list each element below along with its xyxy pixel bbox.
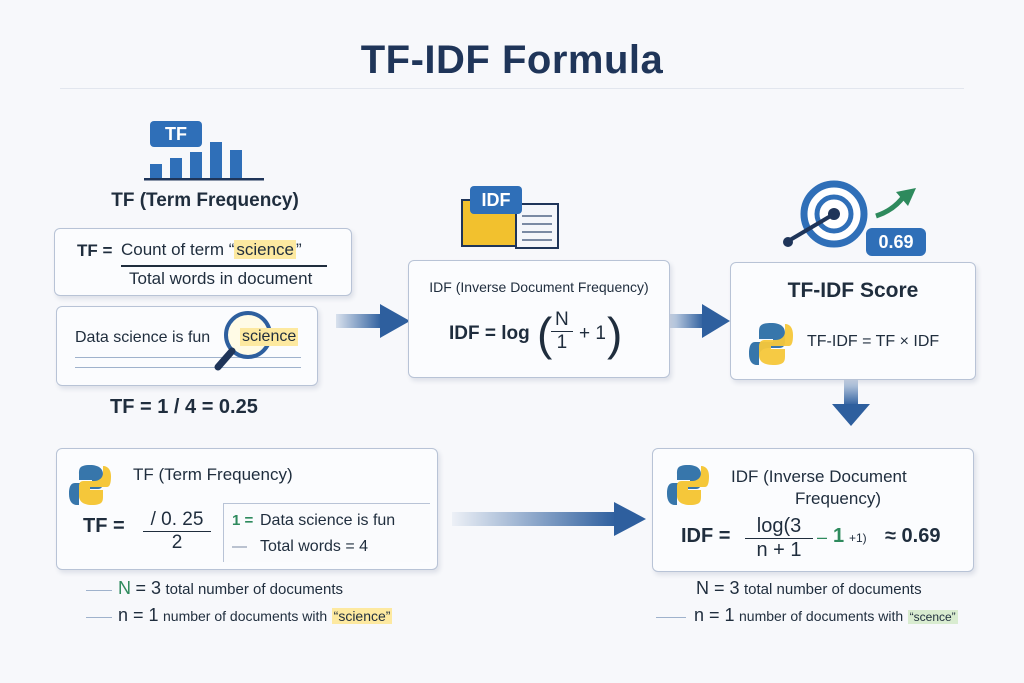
bottom-idf-result: ≈ 0.69 bbox=[885, 525, 941, 547]
bottom-tf-heading: TF (Term Frequency) bbox=[133, 465, 293, 484]
right-n-label: n = 1 bbox=[694, 605, 735, 625]
python-logo-icon bbox=[749, 323, 793, 365]
score-formula: TF-IDF = TF × IDF bbox=[807, 333, 940, 350]
tf-formula-box: TF = Count of term “science” Total words… bbox=[54, 228, 352, 296]
bar-chart-icon bbox=[144, 142, 264, 181]
left-n-term: “science” bbox=[331, 608, 393, 624]
right-n-term: “scence” bbox=[907, 610, 958, 624]
right-note-n: n = 1 number of documents with “scence” bbox=[694, 605, 958, 626]
bottom-idf-lhs: IDF = bbox=[681, 525, 731, 547]
bottom-tf-line1-prefix: 1 = bbox=[232, 512, 254, 529]
left-N-text: total number of documents bbox=[165, 581, 344, 598]
bottom-idf-mid-small: +1) bbox=[849, 531, 867, 545]
arrow-right-icon bbox=[670, 304, 730, 338]
note-leader-line bbox=[656, 617, 686, 618]
bottom-idf-denominator: n + 1 bbox=[756, 539, 802, 561]
bottom-tf-note-card: 1 = Data science is fun — Total words = … bbox=[223, 503, 430, 562]
idf-badge: IDF bbox=[470, 186, 522, 214]
right-n-text: number of documents with bbox=[739, 608, 904, 624]
score-badge: 0.69 bbox=[866, 228, 926, 256]
idf-open-paren: ( bbox=[537, 308, 553, 360]
left-n-label: n = 1 bbox=[118, 605, 159, 625]
arrow-right-icon bbox=[452, 502, 646, 536]
document-card: Data science is fun bbox=[56, 306, 318, 386]
tf-formula-denominator: Total words in document bbox=[129, 269, 313, 288]
bottom-idf-numerator: log(3 bbox=[745, 515, 813, 539]
tf-badge: TF bbox=[150, 121, 202, 147]
left-N-label: N bbox=[118, 578, 131, 598]
idf-formula-lhs: IDF = log bbox=[449, 323, 530, 344]
bottom-idf-fraction: log(3 n + 1 bbox=[745, 515, 813, 562]
note-leader-line bbox=[86, 617, 112, 618]
right-note-N: N = 3 total number of documents bbox=[696, 578, 922, 599]
left-N-eq: = 3 bbox=[135, 578, 161, 598]
right-N-text: total number of documents bbox=[743, 581, 922, 598]
arrow-right-icon bbox=[336, 304, 410, 338]
bottom-idf-mid-one: 1 bbox=[833, 525, 845, 547]
bottom-tf-numerator: / 0. 25 bbox=[143, 509, 211, 532]
bottom-tf-line2-prefix: — bbox=[232, 538, 247, 555]
page-title: TF-IDF Formula bbox=[360, 38, 664, 82]
idf-heading: IDF (Inverse Document Frequency) bbox=[429, 279, 649, 295]
idf-formula-box: IDF (Inverse Document Frequency) IDF = l… bbox=[408, 260, 670, 378]
left-note-n: n = 1 number of documents with “science” bbox=[118, 605, 393, 626]
tf-fraction-bar bbox=[121, 265, 327, 267]
bottom-idf-box: IDF (Inverse Document Frequency) IDF = l… bbox=[652, 448, 974, 572]
idf-close-paren: ) bbox=[607, 308, 623, 360]
idf-fraction-numerator: N bbox=[551, 309, 573, 332]
bottom-tf-lhs: TF = bbox=[83, 515, 125, 537]
tf-formula-numerator: Count of term “science” bbox=[121, 240, 302, 260]
bottom-idf-heading-line1: IDF (Inverse Document bbox=[731, 467, 907, 486]
tf-heading: TF (Term Frequency) bbox=[111, 190, 299, 211]
document-line bbox=[75, 357, 301, 358]
idf-fraction-denominator: 1 bbox=[556, 332, 568, 353]
document-line bbox=[75, 367, 301, 368]
bottom-idf-heading-line2: Frequency) bbox=[795, 489, 881, 508]
idf-formula-tail: + 1 bbox=[579, 323, 606, 344]
bottom-idf-mid-dash: – bbox=[817, 527, 828, 547]
bottom-tf-line2-text: Total words = 4 bbox=[260, 538, 369, 555]
title-divider bbox=[60, 88, 964, 89]
score-box: TF-IDF Score TF-IDF = TF × IDF bbox=[730, 262, 976, 380]
document-sentence: Data science is fun bbox=[75, 329, 211, 346]
right-N-label: N = 3 bbox=[696, 578, 740, 598]
tf-numerator-text: Count of term “ bbox=[121, 240, 235, 259]
left-n-text: number of documents with bbox=[163, 608, 328, 624]
left-note-N: N = 3 total number of documents bbox=[118, 578, 343, 599]
tf-result: TF = 1 / 4 = 0.25 bbox=[110, 396, 258, 418]
arrow-down-icon bbox=[832, 380, 870, 426]
target-icon bbox=[783, 180, 916, 248]
tf-formula-lhs: TF = bbox=[77, 241, 113, 260]
score-heading: TF-IDF Score bbox=[787, 279, 919, 302]
tf-term-highlight: science bbox=[234, 240, 297, 259]
tf-numerator-quote: ” bbox=[296, 240, 302, 259]
bottom-tf-line1-text: Data science is fun bbox=[260, 512, 396, 529]
document-term-highlight: science bbox=[240, 328, 299, 346]
bottom-tf-box: TF (Term Frequency) TF = / 0. 25 2 1 = D… bbox=[56, 448, 438, 570]
note-leader-line bbox=[86, 590, 112, 591]
python-logo-icon bbox=[667, 465, 709, 505]
python-logo-icon bbox=[69, 465, 111, 505]
bottom-tf-denominator: 2 bbox=[171, 532, 183, 553]
document-text: Data science is fun bbox=[75, 329, 210, 347]
bottom-tf-fraction: / 0. 25 2 bbox=[143, 509, 211, 554]
idf-fraction: N 1 bbox=[551, 309, 573, 354]
